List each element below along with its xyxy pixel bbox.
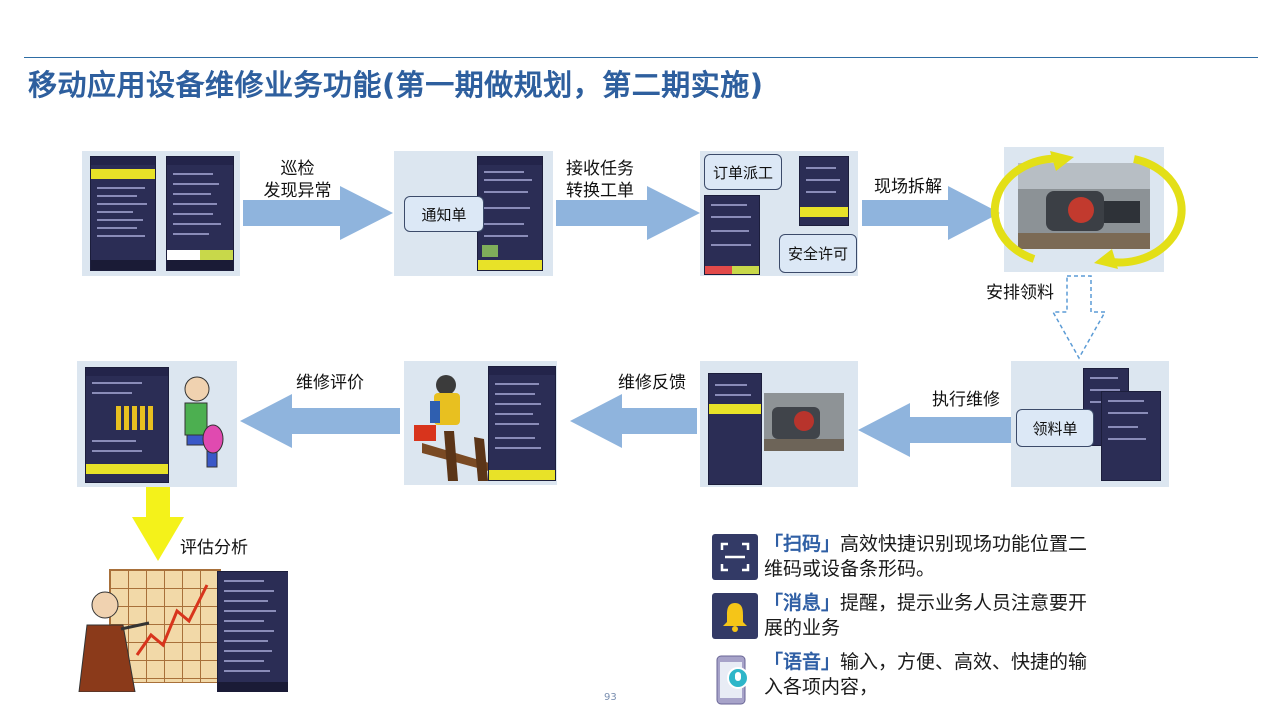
feature-voice: 「语音」输入，方便、高效、快捷的输入各项内容， bbox=[712, 650, 1092, 706]
notice-box: 通知单 bbox=[404, 196, 484, 232]
disassembly-photo-panel bbox=[1004, 147, 1164, 272]
rotate-arrows-icon bbox=[990, 151, 1186, 269]
scan-icon bbox=[712, 534, 758, 580]
evaluation-panel bbox=[77, 361, 237, 487]
phone-screenshot bbox=[90, 156, 156, 271]
scan-tag: 「扫码」 bbox=[764, 533, 841, 555]
phone-screenshot bbox=[704, 195, 760, 275]
phone-screenshot bbox=[708, 373, 762, 485]
receive-label: 接收任务转换工单 bbox=[566, 159, 634, 201]
page-title: 移动应用设备维修业务功能(第一期做规划，第二期实施) bbox=[28, 68, 764, 102]
material-requisition-box: 领料单 bbox=[1016, 409, 1094, 447]
person-at-computer-illustration bbox=[184, 376, 224, 468]
phone-screenshot bbox=[1101, 391, 1161, 481]
evaluate-label: 维修评价 bbox=[296, 373, 364, 393]
analysis-panel bbox=[77, 565, 288, 692]
repair-photo bbox=[764, 393, 844, 451]
title-rule bbox=[24, 57, 1258, 58]
feedback-panel bbox=[700, 361, 858, 487]
worker-panel bbox=[404, 361, 557, 485]
page-number: 93 bbox=[604, 692, 617, 703]
safety-permit-box: 安全许可 bbox=[779, 234, 857, 273]
dispatch-box: 订单派工 bbox=[704, 154, 782, 190]
analysis-label: 评估分析 bbox=[180, 538, 248, 558]
phone-screenshot bbox=[166, 156, 234, 271]
feature-scan: 「扫码」高效快捷识别现场功能位置二维码或设备条形码。 bbox=[712, 532, 1092, 588]
down-arrow-yellow bbox=[132, 487, 184, 561]
phone-screenshot bbox=[85, 367, 169, 483]
feedback-label: 维修反馈 bbox=[618, 373, 686, 393]
voice-tag: 「语音」 bbox=[764, 651, 841, 673]
arrange-material-label: 安排领料 bbox=[986, 283, 1054, 303]
flow-arrow bbox=[556, 186, 700, 240]
execute-label: 执行维修 bbox=[932, 390, 1000, 410]
voice-text: 输入，方便、高效、快捷的输入各项内容， bbox=[764, 651, 1088, 698]
message-tag: 「消息」 bbox=[764, 592, 841, 614]
flow-arrow bbox=[858, 403, 1011, 457]
flow-arrow bbox=[570, 394, 697, 448]
phone-screenshot bbox=[217, 571, 288, 692]
phone-screenshot bbox=[477, 156, 543, 271]
down-arrow bbox=[1051, 275, 1107, 360]
disassemble-label: 现场拆解 bbox=[874, 177, 942, 197]
presenter-illustration bbox=[78, 584, 209, 692]
feature-message: 「消息」提醒，提示业务人员注意要开展的业务 bbox=[712, 591, 1092, 647]
phone-screenshot bbox=[488, 366, 556, 481]
inspect-label: 巡检发现异常 bbox=[263, 159, 332, 201]
scan-text: 高效快捷识别现场功能位置二维码或设备条形码。 bbox=[764, 533, 1088, 580]
bell-icon bbox=[712, 593, 758, 639]
flow-arrow bbox=[862, 186, 1000, 240]
message-text: 提醒，提示业务人员注意要开展的业务 bbox=[764, 592, 1088, 639]
voice-phone-icon bbox=[712, 654, 758, 705]
flow-arrow bbox=[240, 394, 400, 448]
equipment-photo bbox=[1018, 163, 1150, 249]
phone-screenshot bbox=[799, 156, 849, 226]
inspection-screens-panel bbox=[82, 151, 240, 276]
flow-arrow bbox=[243, 186, 393, 240]
worker-illustration bbox=[414, 375, 496, 481]
